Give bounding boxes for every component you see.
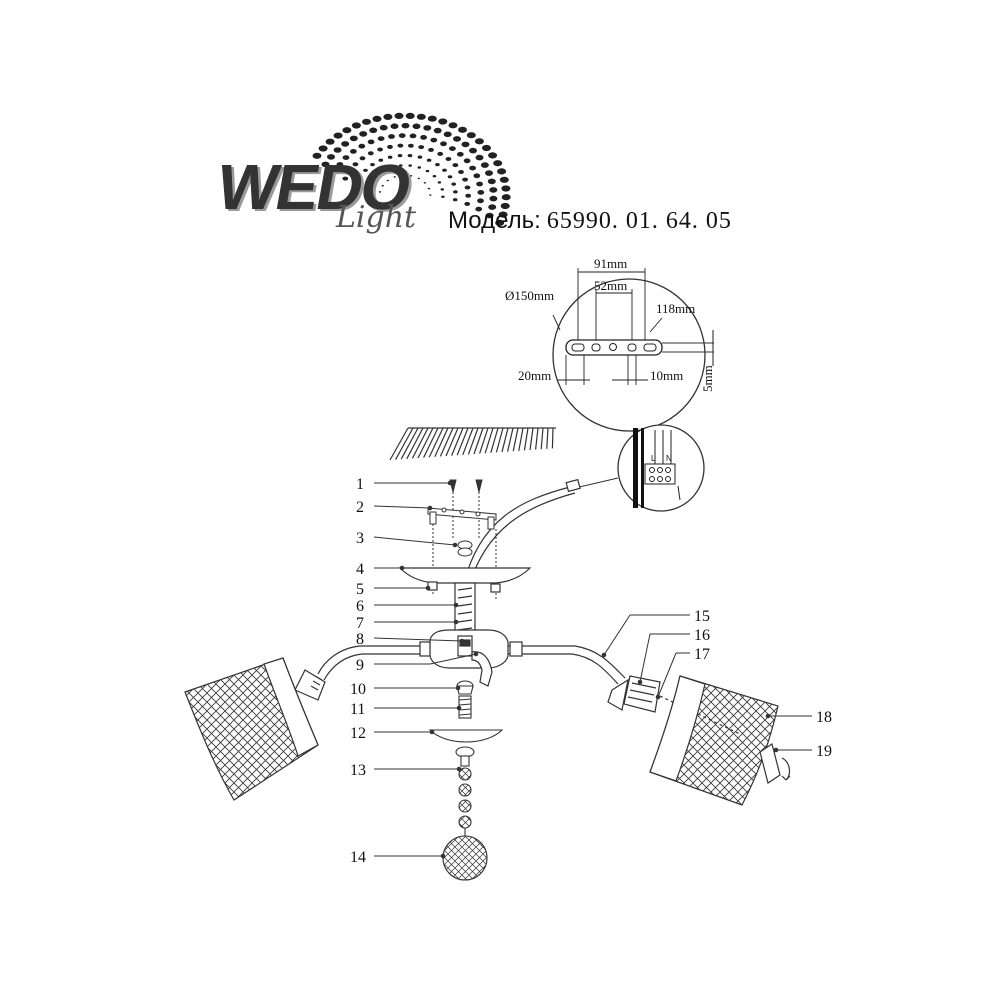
- dim-20: 20mm: [518, 368, 551, 383]
- wire-live-label: L: [651, 454, 656, 463]
- canopy-screw-right: [490, 583, 501, 593]
- model-number: 65990. 01. 64. 05: [546, 208, 732, 234]
- part-number-19: 19: [816, 743, 832, 760]
- part-number-12: 12: [350, 725, 366, 742]
- part-number-13: 13: [350, 762, 366, 779]
- part-number-9: 9: [356, 657, 364, 674]
- plate-detail-circle: [552, 278, 706, 432]
- arm-right: [508, 641, 626, 685]
- part-number-5: 5: [356, 581, 364, 598]
- part-number-8: 8: [356, 631, 364, 648]
- ceiling-hatch: [389, 427, 556, 461]
- part-number-14: 14: [350, 849, 366, 866]
- bottom-assembly: [428, 680, 504, 881]
- wire-neutral-label: N: [666, 454, 672, 463]
- arm-left: [317, 641, 431, 681]
- part-numbers: 1 2 3 4 5 6 7 8 9 10 11 12 13 14 15 16 1…: [350, 476, 832, 866]
- terminal-connector: [459, 639, 471, 647]
- part-number-17: 17: [694, 646, 710, 663]
- dim-diameter: Ø150mm: [505, 288, 554, 303]
- brand-subname: Light: [336, 200, 417, 235]
- dim-5: 5mm: [700, 365, 715, 392]
- terminal-block: [644, 463, 676, 485]
- crystal-ball: [442, 835, 488, 881]
- leader-lines: [373, 480, 812, 859]
- wiring-detail: L N: [574, 424, 705, 512]
- part-number-15: 15: [694, 608, 710, 625]
- part-number-16: 16: [694, 627, 710, 644]
- part-number-7: 7: [356, 615, 364, 632]
- part-number-11: 11: [350, 701, 365, 718]
- hub-body: [429, 629, 509, 687]
- dim-91: 91mm: [594, 256, 627, 271]
- part-number-6: 6: [356, 598, 364, 615]
- part-number-3: 3: [356, 530, 364, 547]
- mounting-bar: [565, 339, 663, 356]
- lamp-left: [184, 657, 326, 801]
- bottom-cap: [428, 729, 504, 743]
- supply-cable: [463, 478, 581, 584]
- part-number-1: 1: [356, 476, 364, 493]
- mounting-plate-detail: Ø150mm 91mm 52mm 118mm: [505, 256, 715, 432]
- mounting-bracket: [427, 507, 497, 530]
- crystal-bead: [458, 767, 472, 781]
- dim-10: 10mm: [650, 368, 683, 383]
- model-line: Модель:65990. 01. 64. 05: [448, 207, 732, 235]
- model-label: Модель:: [448, 207, 541, 234]
- part-number-10: 10: [350, 681, 366, 698]
- part-number-4: 4: [356, 561, 364, 578]
- lamp-ring-19: [759, 743, 791, 784]
- lamp-right: [607, 675, 791, 806]
- dim-118: 118mm: [656, 301, 695, 316]
- hardware: [427, 479, 497, 600]
- part-number-2: 2: [356, 499, 364, 516]
- lamp-holder-right: [623, 675, 661, 713]
- center-column: [454, 582, 476, 639]
- part-number-18: 18: [816, 709, 832, 726]
- dim-52: 52mm: [594, 278, 627, 293]
